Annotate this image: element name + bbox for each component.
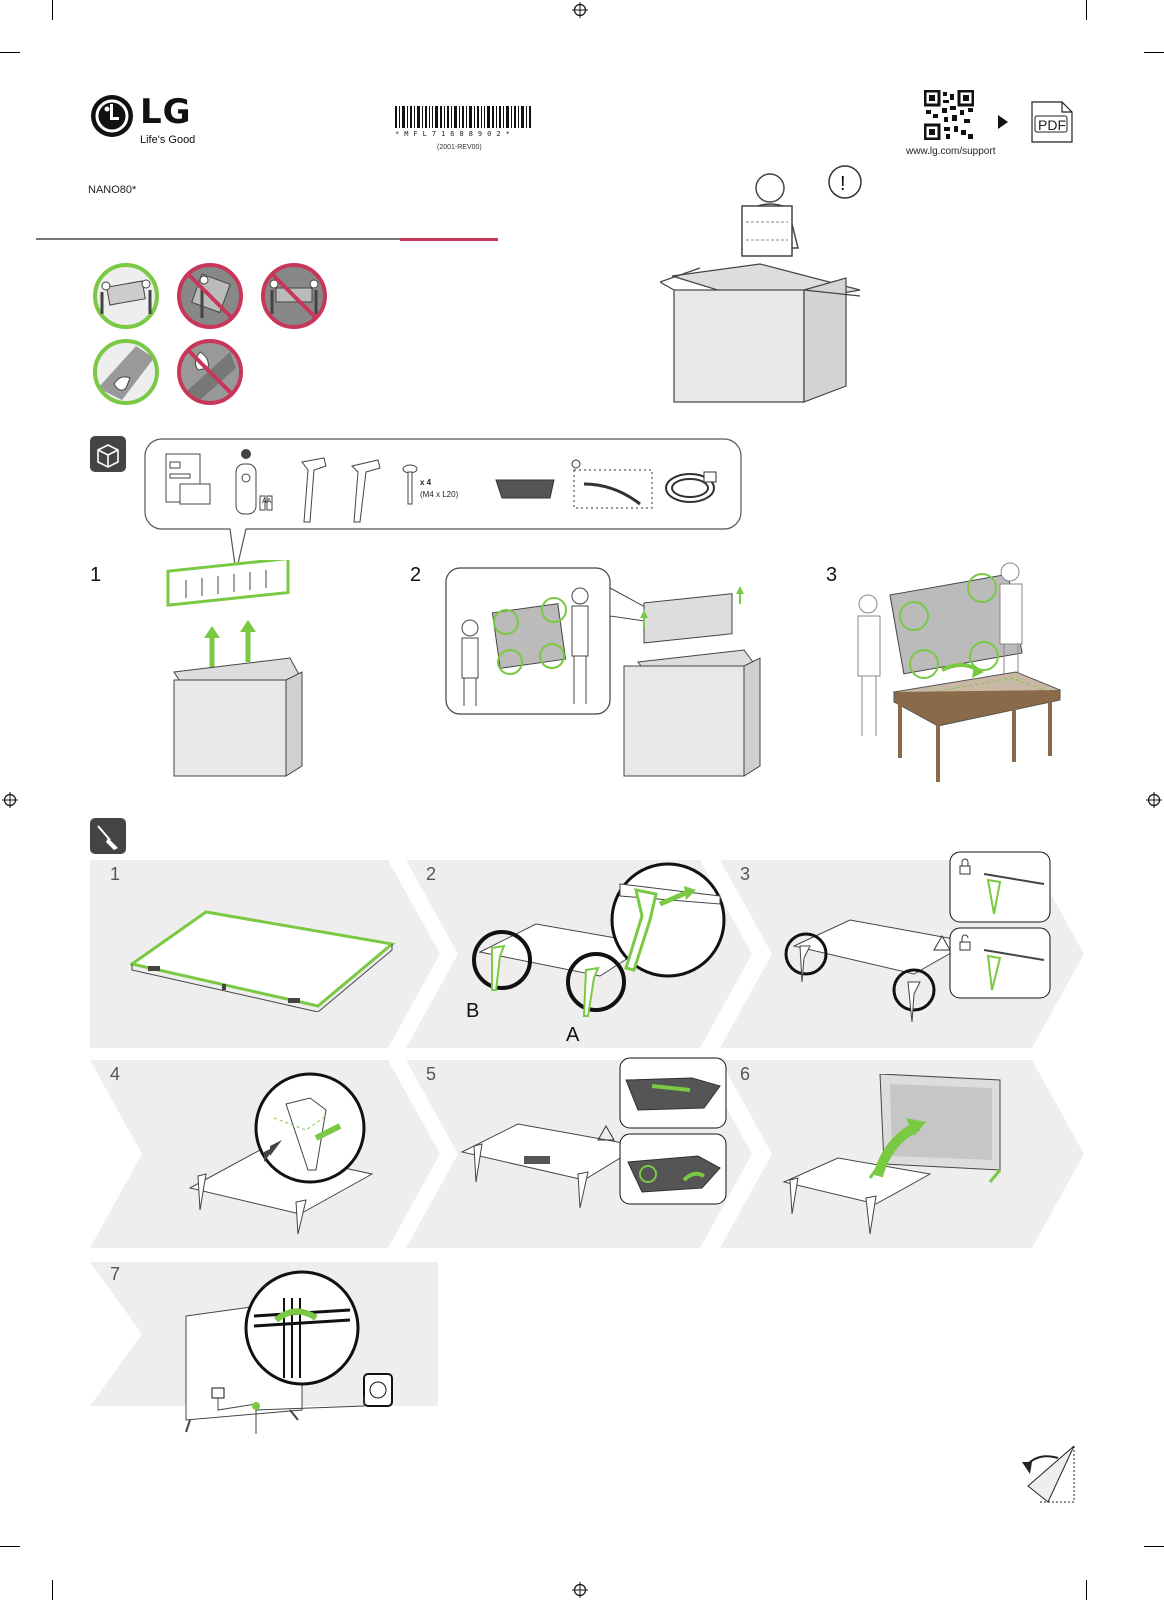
cable-cover-icon bbox=[495, 479, 555, 499]
battery-label: AA bbox=[262, 498, 272, 505]
arrow-right-icon bbox=[998, 115, 1008, 129]
assembly-step-number: 5 bbox=[426, 1064, 437, 1084]
crop-mark bbox=[0, 1546, 20, 1547]
handling-prohibited-icon bbox=[177, 263, 243, 329]
screw-count: x 4 bbox=[420, 478, 432, 487]
registration-mark bbox=[2, 792, 18, 808]
accessories-bubble bbox=[144, 438, 742, 573]
screw-spec: (M4 x L20) bbox=[420, 490, 459, 499]
assembly-step-6-illustration bbox=[782, 1074, 1002, 1235]
pdf-manual-icon[interactable]: PDF bbox=[1030, 100, 1074, 144]
header-divider-accent bbox=[400, 238, 498, 241]
assembly-step-number: 7 bbox=[110, 1264, 121, 1284]
cable-holder-icon bbox=[571, 459, 653, 509]
screwdriver-tool-icon bbox=[90, 818, 126, 854]
unpack-step-3-illustration bbox=[857, 562, 1062, 782]
assembly-step-4-illustration bbox=[188, 1072, 374, 1235]
crop-mark bbox=[1144, 52, 1164, 53]
box-contents-icon bbox=[90, 436, 126, 472]
barcode-code: *MFL71688902* bbox=[395, 130, 515, 138]
handling-correct-hold-icon bbox=[93, 339, 159, 405]
assembly-step-2-illustration bbox=[472, 862, 726, 1017]
manual-icon bbox=[165, 453, 211, 505]
svg-text:!: ! bbox=[840, 173, 846, 195]
crop-mark bbox=[52, 0, 53, 20]
pdf-label: PDF bbox=[1038, 117, 1066, 133]
assembly-step-number: 3 bbox=[740, 864, 751, 884]
crop-mark bbox=[1144, 1546, 1164, 1547]
brand-letters: LG bbox=[140, 92, 192, 132]
registration-mark bbox=[1146, 792, 1162, 808]
crop-mark bbox=[1086, 0, 1087, 20]
barcode: *MFL71688902* (2001-REV00) bbox=[395, 106, 535, 156]
unbox-caution-illustration: ! bbox=[660, 165, 862, 403]
handling-correct-carry-icon bbox=[93, 263, 159, 329]
assembly-step-number: 4 bbox=[110, 1064, 121, 1084]
header-divider bbox=[36, 238, 400, 240]
crop-mark bbox=[1086, 1580, 1087, 1600]
assembly-step-7-illustration bbox=[185, 1270, 393, 1434]
page-turn-icon[interactable] bbox=[1018, 1444, 1076, 1504]
model-number: NANO80* bbox=[88, 184, 137, 196]
stand-leg-icon bbox=[301, 457, 327, 523]
crop-mark bbox=[52, 1580, 53, 1600]
barcode-bars bbox=[395, 106, 531, 128]
assembly-step-5-illustration bbox=[460, 1057, 727, 1209]
assembly-step-number: 1 bbox=[110, 864, 121, 884]
assembly-step-number: 6 bbox=[740, 1064, 751, 1084]
assembly-step-3-illustration bbox=[784, 851, 1051, 1023]
stand-label-a: A bbox=[566, 1024, 580, 1046]
document-icon bbox=[1031, 101, 1073, 143]
unpack-step-1-illustration bbox=[166, 560, 303, 777]
brand-logo: LG Life's Good bbox=[90, 92, 210, 150]
brand-tagline: Life's Good bbox=[140, 134, 196, 146]
stand-label-b: B bbox=[466, 1000, 480, 1022]
lg-emblem-icon bbox=[91, 95, 133, 137]
registration-mark bbox=[572, 1582, 588, 1598]
assembly-step-1-illustration bbox=[130, 910, 396, 1012]
assembly-step-number: 2 bbox=[426, 864, 437, 884]
crop-mark bbox=[0, 52, 20, 53]
screw-icon bbox=[402, 464, 418, 505]
unpack-step-number: 2 bbox=[410, 564, 422, 586]
remote-control-icon bbox=[235, 449, 273, 515]
unpack-step-2-illustration bbox=[445, 567, 761, 777]
registration-mark bbox=[572, 2, 588, 18]
barcode-revision: (2001-REV00) bbox=[437, 144, 482, 151]
stand-leg-icon bbox=[351, 459, 381, 523]
qr-code-icon[interactable] bbox=[924, 90, 974, 140]
handling-prohibited-icon bbox=[177, 339, 243, 405]
handling-prohibited-icon bbox=[261, 263, 327, 329]
unpack-step-number: 3 bbox=[826, 564, 838, 586]
support-url[interactable]: www.lg.com/support bbox=[906, 146, 996, 157]
unpack-step-number: 1 bbox=[90, 564, 102, 586]
power-cable-icon bbox=[665, 471, 717, 503]
